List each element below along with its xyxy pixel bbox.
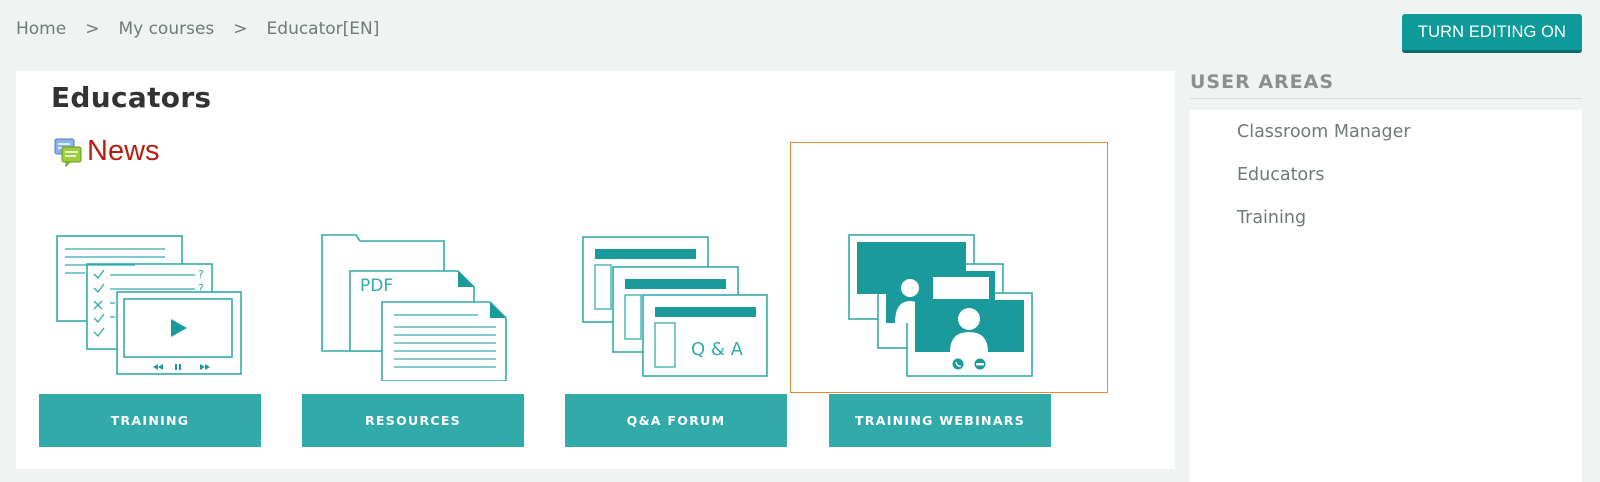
breadcrumb: Home > My courses > Educator[EN] [16, 19, 379, 39]
sidebar-title: USER AREAS [1190, 71, 1335, 93]
tile-training: ? ? TRAINING [39, 221, 261, 447]
training-video-icon: ? ? [56, 235, 242, 375]
page-title: Educators [51, 81, 212, 114]
course-content: Educators News [16, 71, 1175, 469]
qa-forum-button[interactable]: Q&A FORUM [565, 394, 787, 447]
user-areas-sidebar: Classroom Manager Educators Training [1190, 110, 1582, 482]
qa-forum-icon: Q & A [582, 236, 768, 377]
breadcrumb-separator: > [233, 19, 248, 39]
breadcrumb-separator: > [85, 19, 100, 39]
sidebar-item-classroom-manager[interactable]: Classroom Manager [1237, 122, 1411, 142]
training-button[interactable]: TRAINING [39, 394, 261, 447]
resources-button[interactable]: RESOURCES [302, 394, 524, 447]
training-webinars-button[interactable]: TRAINING WEBINARS [829, 394, 1051, 447]
sidebar-item-training[interactable]: Training [1237, 208, 1307, 228]
qa-art-label: Q & A [691, 339, 744, 360]
news-label: News [87, 135, 160, 167]
svg-text:?: ? [198, 268, 204, 281]
news-forum-link[interactable]: News [53, 135, 160, 168]
svg-text:?: ? [198, 282, 204, 295]
sidebar-divider [1190, 98, 1582, 99]
breadcrumb-my-courses[interactable]: My courses [118, 19, 215, 39]
sidebar-item-educators[interactable]: Educators [1237, 165, 1325, 185]
pdf-art-label: PDF [360, 276, 393, 296]
turn-editing-on-button[interactable]: TURN EDITING ON [1402, 14, 1582, 53]
forum-icon [54, 138, 82, 167]
tile-qa-forum: Q & A Q&A FORUM [565, 221, 787, 447]
breadcrumb-home[interactable]: Home [16, 19, 67, 39]
tile-resources: PDF RESOURCES [302, 221, 524, 447]
pdf-resources-icon: PDF [321, 234, 507, 381]
tile-training-webinars: TRAINING WEBINARS [829, 221, 1051, 447]
webinar-video-call-icon [848, 234, 1033, 377]
breadcrumb-current-course[interactable]: Educator[EN] [266, 19, 380, 39]
